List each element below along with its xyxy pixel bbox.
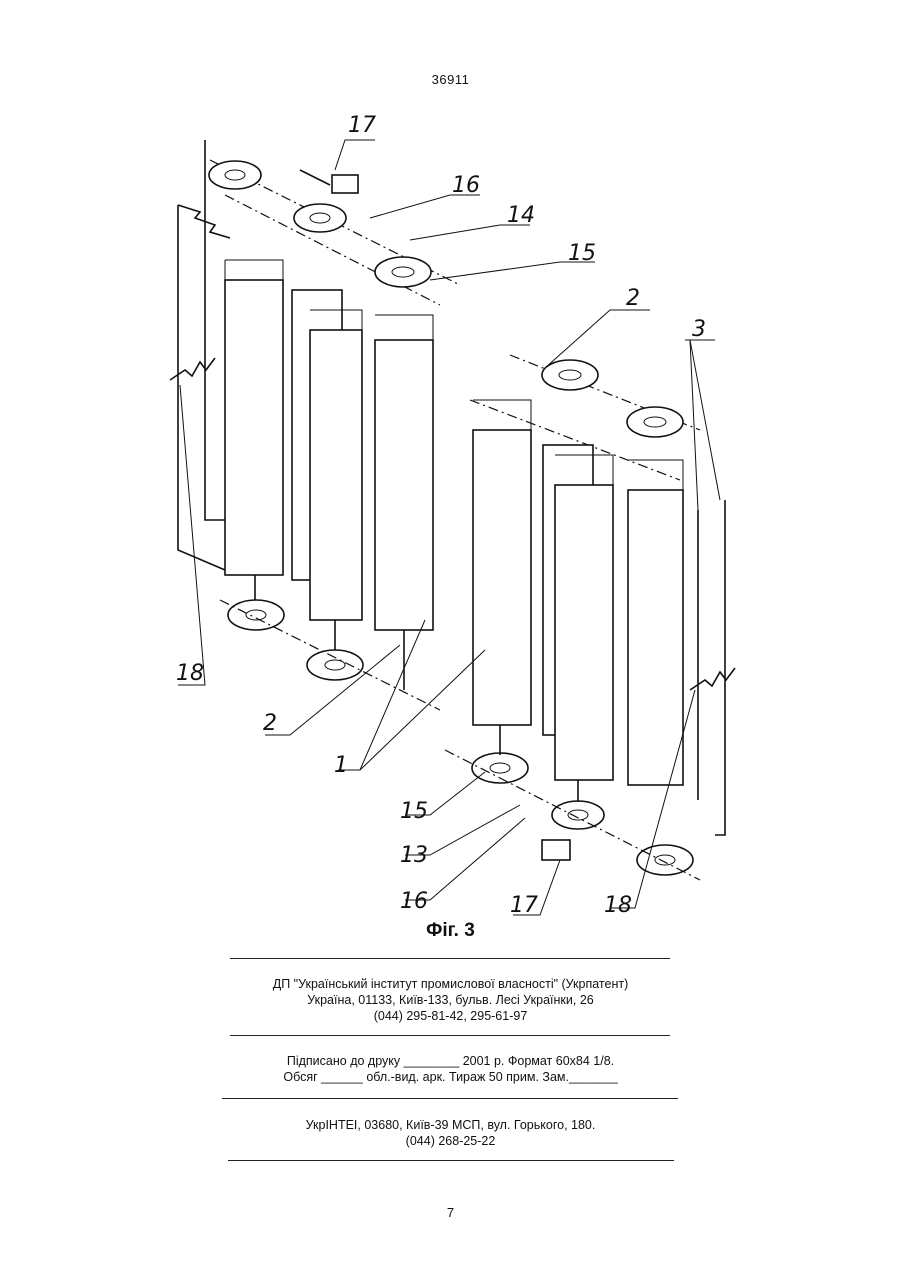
divider-2	[230, 1035, 670, 1036]
label-2-bottom: 2	[263, 711, 277, 736]
label-1: 1	[334, 753, 348, 778]
print-info-line-2: Обсяг ______ обл.-вид. арк. Тираж 50 при…	[0, 1069, 901, 1085]
divider-4	[228, 1160, 674, 1161]
publisher-line-2: Україна, 01133, Київ-133, бульв. Лесі Ук…	[0, 992, 901, 1008]
label-15-top: 15	[568, 241, 596, 266]
publisher-line-1: ДП "Український інститут промислової вла…	[0, 976, 901, 992]
label-16-top: 16	[452, 173, 480, 198]
label-15-bottom: 15	[400, 799, 428, 824]
technical-drawing: 17 16 14 15 2 3 18 2 1 15 13 16 17 18	[0, 100, 901, 930]
label-14: 14	[507, 203, 535, 228]
figure-caption: Фіг. 3	[0, 920, 901, 942]
divider-3	[222, 1098, 678, 1099]
printer-line-1: УкрІНТЕІ, 03680, Київ-39 МСП, вул. Горьк…	[0, 1117, 901, 1133]
label-16-bottom: 16	[400, 889, 428, 914]
drawing-canvas: 17 16 14 15 2 3 18 2 1 15 13 16 17 18	[0, 100, 901, 930]
label-2-top: 2	[626, 286, 640, 311]
print-info-line-1: Підписано до друку ________ 2001 р. Форм…	[0, 1053, 901, 1069]
divider-1	[230, 958, 670, 959]
right-assembly	[445, 355, 735, 880]
label-3: 3	[692, 317, 706, 342]
label-13: 13	[400, 843, 428, 868]
label-17-bottom: 17	[510, 893, 538, 918]
label-18-left: 18	[176, 661, 204, 686]
label-17-top: 17	[348, 113, 376, 138]
page-number: 7	[0, 1205, 901, 1220]
publisher-line-3: (044) 295-81-42, 295-61-97	[0, 1008, 901, 1024]
label-18-right: 18	[604, 893, 632, 918]
publisher-info: ДП "Український інститут промислової вла…	[0, 976, 901, 1024]
print-info: Підписано до друку ________ 2001 р. Форм…	[0, 1053, 901, 1085]
patent-number: 36911	[0, 72, 901, 87]
printer-info: УкрІНТЕІ, 03680, Київ-39 МСП, вул. Горьк…	[0, 1117, 901, 1149]
printer-line-2: (044) 268-25-22	[0, 1133, 901, 1149]
left-assembly	[170, 140, 460, 710]
